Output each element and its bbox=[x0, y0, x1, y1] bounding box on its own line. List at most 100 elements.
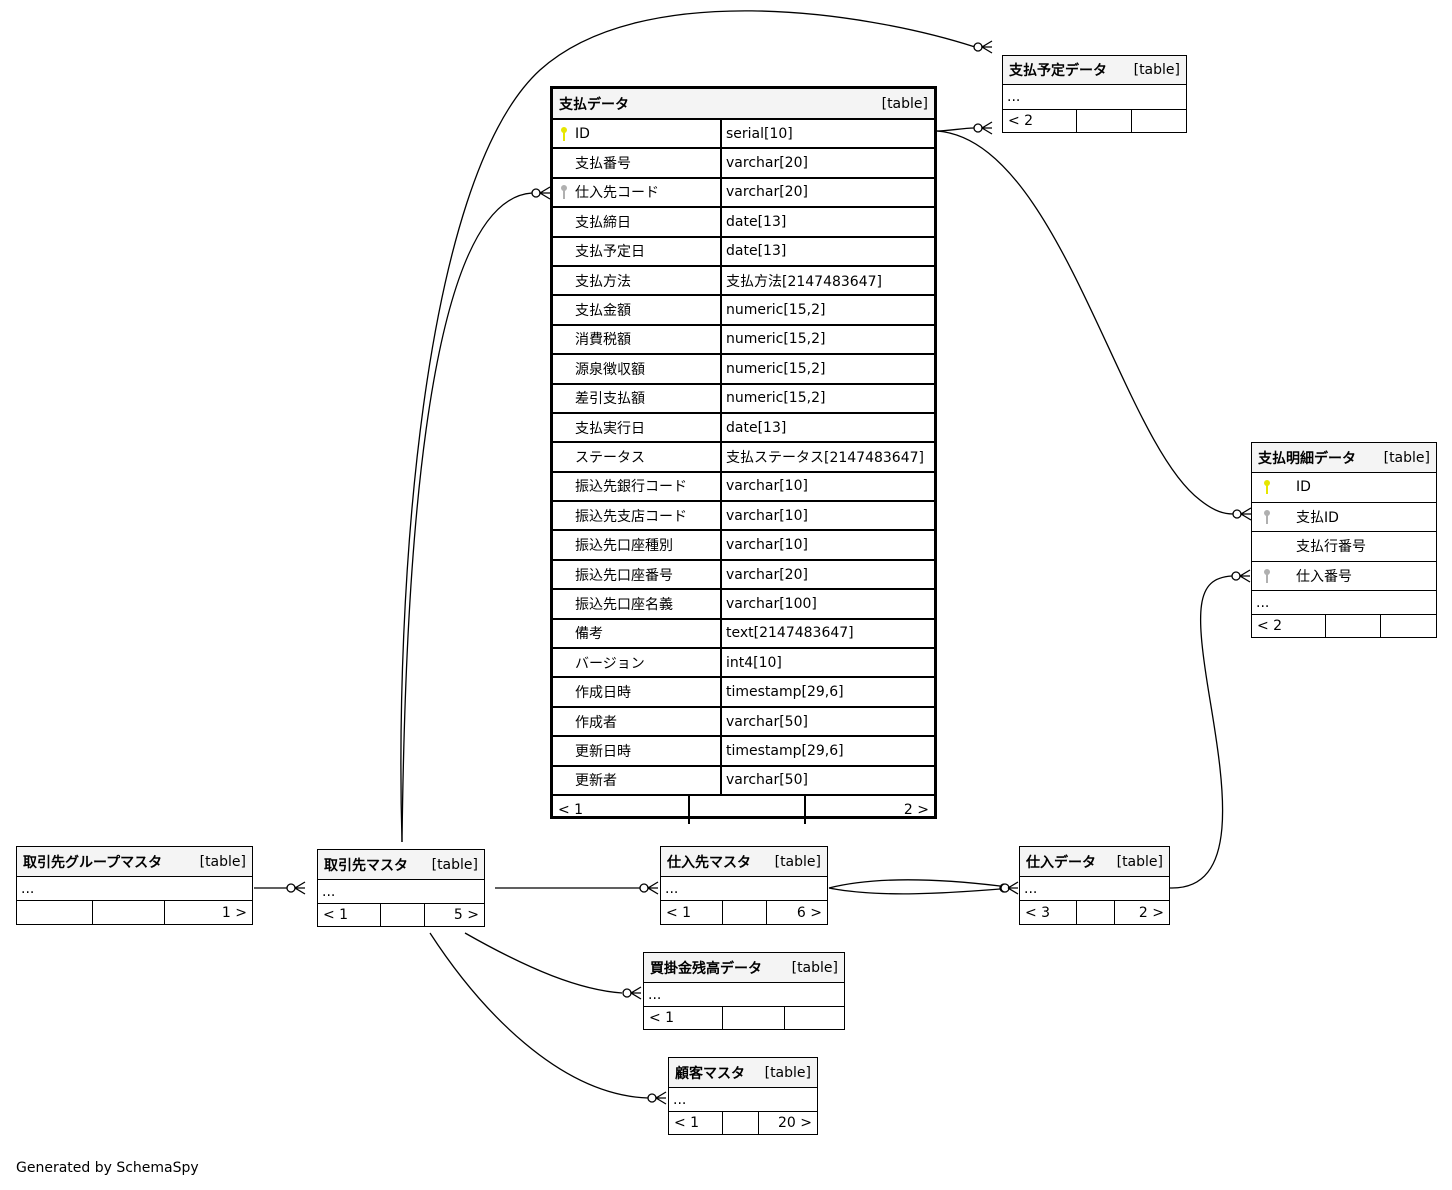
footer-children-link bbox=[784, 1007, 844, 1029]
table-torihiki[interactable]: 取引先マスタ [table] ... < 1 5 > bbox=[317, 849, 485, 927]
crow-foot-icon bbox=[630, 986, 642, 1000]
crow-foot-icon bbox=[1239, 569, 1251, 583]
column-type: serial[10] bbox=[720, 120, 934, 148]
column-name-cell: 支払予定日 bbox=[553, 238, 720, 265]
column-type: numeric[15,2] bbox=[720, 384, 934, 412]
column-type: text[2147483647] bbox=[720, 619, 934, 648]
footer-parents-link[interactable]: < 1 bbox=[674, 1115, 700, 1131]
column-row[interactable]: 仕入番号 bbox=[1252, 562, 1436, 591]
table-kokyaku[interactable]: 顧客マスタ [table] ... < 1 20 > bbox=[668, 1057, 818, 1135]
column-row[interactable]: 差引支払額 numeric[15,2] bbox=[553, 384, 934, 414]
table-shiire[interactable]: 仕入データ [table] ... < 3 2 > bbox=[1019, 846, 1170, 925]
footer-children-link[interactable]: 5 > bbox=[424, 904, 484, 926]
column-name: 振込先口座番号 bbox=[575, 567, 673, 584]
column-name-cell: 作成日時 bbox=[553, 678, 720, 705]
primary-key-icon bbox=[561, 126, 567, 141]
footer-parents-link[interactable]: < 1 bbox=[558, 801, 584, 818]
crow-foot-icon bbox=[655, 1091, 667, 1105]
column-row[interactable]: ステータス支払ステータス[2147483647] bbox=[553, 443, 934, 473]
column-row[interactable]: 支払ID bbox=[1252, 503, 1436, 532]
column-name-cell: 支払方法 bbox=[553, 267, 720, 294]
column-row[interactable]: 支払方法支払方法[2147483647] bbox=[553, 266, 934, 297]
column-name: 支払方法 bbox=[575, 273, 631, 290]
column-name: 支払金額 bbox=[575, 303, 631, 320]
footer-children-link[interactable]: 1 > bbox=[164, 901, 252, 924]
footer-parents-link[interactable]: < 1 bbox=[649, 1010, 675, 1026]
column-name: バージョン bbox=[575, 655, 645, 672]
footer-parents-link[interactable]: < 2 bbox=[1257, 618, 1283, 634]
table-kaikake[interactable]: 買掛金残高データ [table] ... < 1 bbox=[643, 952, 845, 1030]
table-shiharai-yotei[interactable]: 支払予定データ [table] ... < 2 bbox=[1002, 55, 1187, 133]
footer-children-link[interactable]: 2 > bbox=[804, 795, 934, 824]
footer-parents-link[interactable]: < 1 bbox=[666, 904, 692, 921]
column-name-cell: 仕入番号 bbox=[1252, 562, 1436, 591]
table-kind: [table] bbox=[774, 853, 821, 870]
column-name: 振込先支店コード bbox=[575, 508, 687, 525]
edge-shiiresaki-to-shiire-a bbox=[828, 879, 1001, 889]
foreign-key-icon bbox=[1264, 509, 1270, 524]
column-name: 源泉徴収額 bbox=[575, 361, 645, 378]
column-row[interactable]: 支払金額 numeric[15,2] bbox=[553, 296, 934, 326]
column-name-cell: 支払番号 bbox=[553, 149, 720, 176]
table-header: 仕入データ [table] bbox=[1020, 847, 1169, 877]
column-name: 作成者 bbox=[575, 714, 617, 731]
column-name: 更新者 bbox=[575, 773, 617, 790]
column-name-cell: 支払行番号 bbox=[1252, 532, 1436, 561]
edge-shiiresaki-to-shiire-b bbox=[828, 887, 1001, 895]
column-name-cell: 支払金額 bbox=[553, 296, 720, 323]
table-kind: [table] bbox=[1133, 62, 1180, 78]
footer-parents-link[interactable]: < 2 bbox=[1008, 113, 1034, 129]
table-name: 取引先グループマスタ bbox=[23, 854, 163, 871]
column-name-cell: 振込先口座番号 bbox=[553, 561, 720, 588]
table-name: 取引先マスタ bbox=[324, 857, 408, 874]
table-torihiki-group[interactable]: 取引先グループマスタ [table] ... 1 > bbox=[16, 846, 253, 925]
column-name: 差引支払額 bbox=[575, 391, 645, 408]
footer-children-link[interactable] bbox=[1131, 110, 1186, 132]
column-type: numeric[15,2] bbox=[720, 325, 934, 354]
footer-middle bbox=[722, 1112, 758, 1134]
footer-children-link[interactable]: 6 > bbox=[766, 901, 827, 924]
footer-children-link[interactable]: 2 > bbox=[1114, 901, 1169, 924]
footer-parents-link[interactable]: < 3 bbox=[1025, 904, 1051, 921]
footer-children-link[interactable] bbox=[1380, 615, 1436, 637]
columns-ellipsis: ... bbox=[1020, 877, 1169, 901]
column-type: numeric[15,2] bbox=[720, 296, 934, 324]
column-type: varchar[20] bbox=[720, 149, 934, 177]
column-row[interactable]: 支払行番号 bbox=[1252, 532, 1436, 562]
table-name: 支払データ bbox=[559, 96, 629, 113]
table-footer: < 3 2 > bbox=[1020, 901, 1169, 924]
column-name-cell: 振込先支店コード bbox=[553, 502, 720, 529]
edge-shiire-to-meisai bbox=[1169, 575, 1233, 889]
column-name: ステータス bbox=[575, 449, 645, 466]
footer-children-link[interactable]: 20 > bbox=[758, 1112, 817, 1134]
column-name-cell: ID bbox=[553, 120, 720, 147]
table-kind: [table] bbox=[199, 853, 246, 870]
table-header: 支払データ [table] bbox=[553, 89, 934, 120]
table-shiiresaki[interactable]: 仕入先マスタ [table] ... < 1 6 > bbox=[660, 846, 828, 925]
edge-shiharai-id-to-yotei bbox=[936, 127, 975, 132]
column-row[interactable]: ID bbox=[1252, 473, 1436, 503]
footer-parents-link[interactable]: < 1 bbox=[323, 907, 349, 923]
footer-middle bbox=[722, 901, 766, 924]
